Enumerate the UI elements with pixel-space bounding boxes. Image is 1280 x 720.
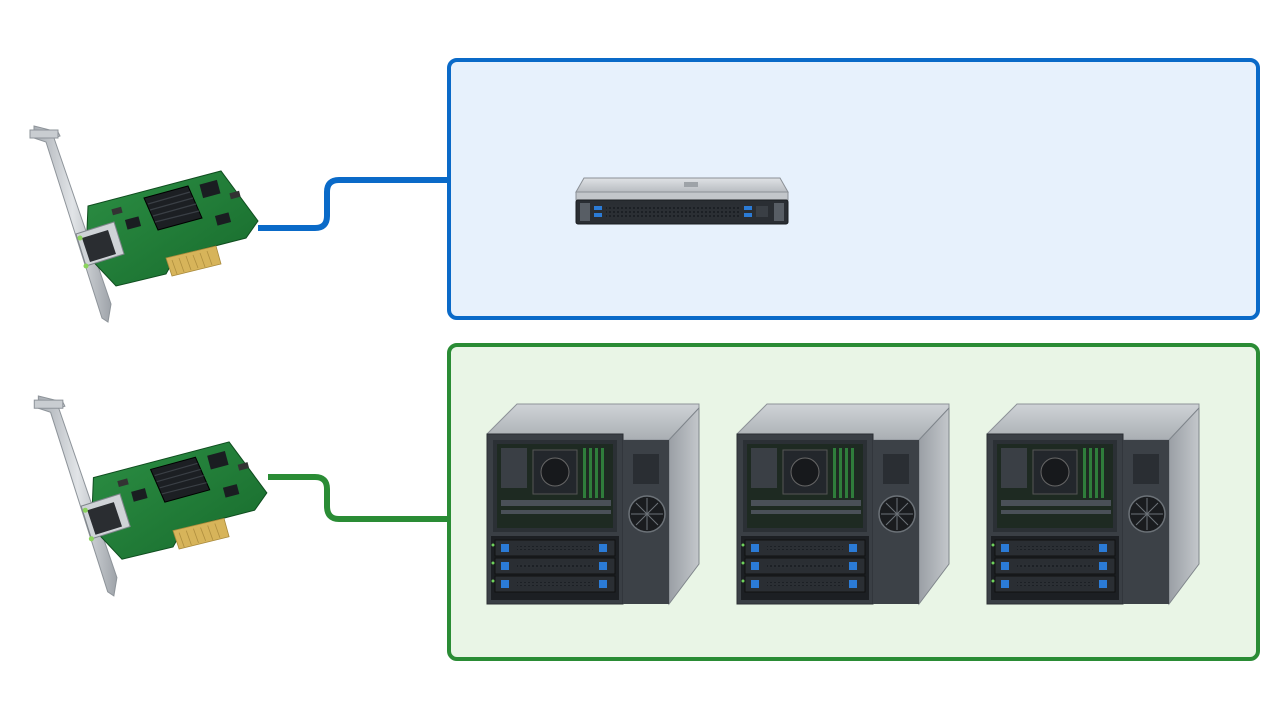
rack-server-icon <box>575 177 789 225</box>
nic-card-icon-top <box>29 125 259 323</box>
link-bottom <box>268 474 447 522</box>
tower-server-icon-3 <box>986 403 1200 605</box>
link-top <box>258 177 447 231</box>
tower-server-icon-2 <box>736 403 950 605</box>
tower-server-icon-1 <box>486 403 700 605</box>
nic-card-icon-bottom <box>33 395 268 597</box>
